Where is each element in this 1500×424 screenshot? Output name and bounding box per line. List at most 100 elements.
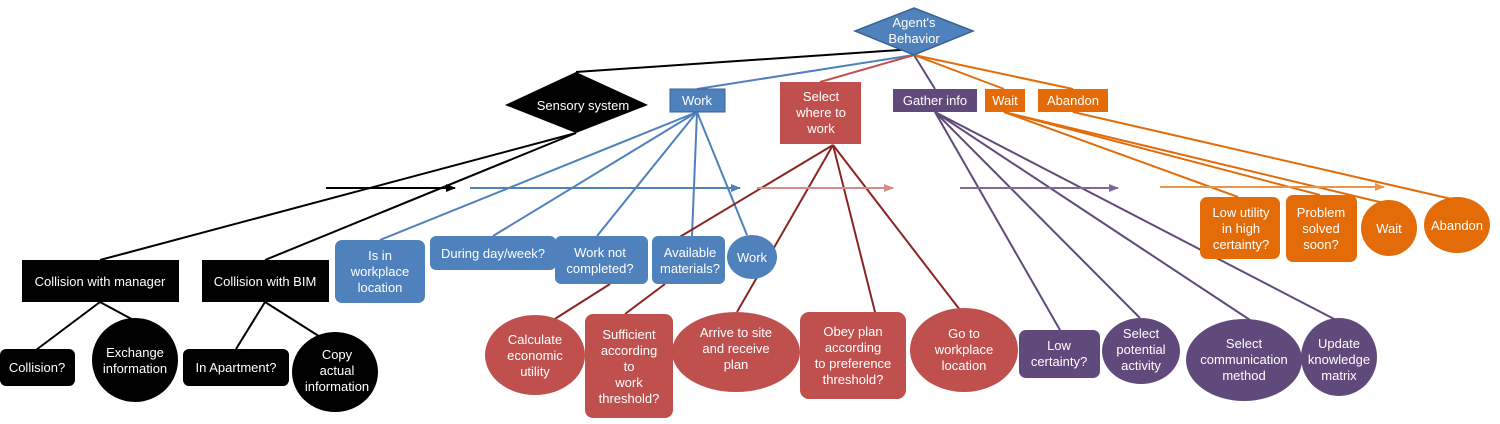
select-comm-line-1: Select bbox=[1226, 336, 1263, 351]
obey-plan-line-1: Obey plan bbox=[823, 324, 882, 339]
node-low-utility-shape bbox=[1200, 197, 1280, 259]
calc-utility-line-3: utility bbox=[520, 364, 550, 379]
calc-utility-line-1: Calculate bbox=[508, 332, 562, 347]
node-select-shape bbox=[780, 82, 861, 144]
edge-bim-copy bbox=[264, 301, 326, 341]
node-sensory-shape bbox=[505, 72, 648, 133]
node-update-matrix-shape bbox=[1301, 318, 1377, 396]
node-in-apartment-shape bbox=[183, 349, 289, 386]
edge-materials-sufficient bbox=[624, 283, 666, 315]
edge-gather-update bbox=[934, 111, 1337, 321]
select-comm-line-3: method bbox=[1222, 368, 1265, 383]
edge-abandon-abandoncircle bbox=[1072, 111, 1457, 201]
node-sensory: Sensory system bbox=[537, 98, 629, 113]
node-coll-mgr: Collision with manager bbox=[35, 274, 166, 289]
coll-mgr-line-1: Collision with manager bbox=[35, 274, 166, 289]
work-not-completed-line-2: completed? bbox=[566, 261, 633, 276]
node-go-to-workplace-shape bbox=[910, 308, 1018, 392]
edge-select-arrive bbox=[736, 144, 834, 313]
low-utility-line-2: in high bbox=[1222, 221, 1260, 236]
is-in-workplace-line-3: location bbox=[358, 280, 403, 295]
problem-solved-line-1: Problem bbox=[1297, 205, 1345, 220]
calc-utility-line-2: economic bbox=[507, 348, 563, 363]
exchange-line-2: information bbox=[103, 361, 167, 376]
node-work-circle-shape bbox=[727, 235, 777, 279]
sufficient-line-1: Sufficient bbox=[602, 327, 656, 342]
work-not-completed-line-1: Work not bbox=[574, 245, 626, 260]
edge-wait-lowutility bbox=[1003, 111, 1239, 198]
edge-root-select bbox=[819, 54, 915, 83]
edge-root-work bbox=[696, 54, 915, 90]
node-wait-circle-shape bbox=[1361, 200, 1417, 256]
sufficient-line-5: threshold? bbox=[599, 391, 660, 406]
node-arrive-shape bbox=[672, 312, 800, 392]
go-to-workplace-line-3: location bbox=[942, 358, 987, 373]
select-activity-line-3: activity bbox=[1121, 358, 1161, 373]
sufficient-line-2: according bbox=[601, 343, 657, 358]
root-line-2: Behavior bbox=[888, 31, 940, 46]
update-matrix-line-1: Update bbox=[1318, 336, 1360, 351]
edge-work-notcompleted bbox=[596, 111, 698, 237]
node-coll-bim-shape bbox=[202, 260, 329, 302]
arrive-line-3: plan bbox=[724, 357, 749, 372]
node-in-apartment: In Apartment? bbox=[196, 360, 277, 375]
edge-work-during bbox=[492, 111, 698, 237]
low-certainty-line-2: certainty? bbox=[1031, 354, 1087, 369]
node-copy-actual-shape bbox=[292, 332, 378, 412]
edge-notcompleted-calc bbox=[549, 283, 611, 323]
wait-circle-line-1: Wait bbox=[1376, 221, 1402, 236]
node-work-not-completed-shape bbox=[555, 236, 648, 284]
select-activity-line-1: Select bbox=[1123, 326, 1160, 341]
exchange-line-1: Exchange bbox=[106, 345, 164, 360]
node-available-materials-shape bbox=[652, 236, 725, 284]
problem-solved-line-3: soon? bbox=[1303, 237, 1338, 252]
node-work-shape bbox=[669, 88, 726, 113]
edge-manager-collision bbox=[35, 301, 101, 351]
node-gather: Gather info bbox=[903, 93, 967, 108]
node-wait-circle: Wait bbox=[1376, 221, 1402, 236]
obey-plan-line-4: threshold? bbox=[823, 372, 884, 387]
edge-root-wait bbox=[913, 54, 1005, 90]
in-apartment-line-1: In Apartment? bbox=[196, 360, 277, 375]
work-circle-line-1: Work bbox=[737, 250, 768, 265]
edge-select-obey bbox=[832, 144, 876, 313]
coll-bim-line-1: Collision with BIM bbox=[214, 274, 317, 289]
sensory-line-1: Sensory system bbox=[537, 98, 629, 113]
edge-root-sensory bbox=[575, 48, 915, 73]
edge-work-workcircle bbox=[696, 111, 748, 236]
node-wait-top: Wait bbox=[992, 93, 1018, 108]
sufficient-line-3: to bbox=[624, 359, 635, 374]
edge-root-abandon bbox=[913, 54, 1074, 90]
root-line-1: Agent's bbox=[893, 15, 936, 30]
node-collision-q: Collision? bbox=[9, 360, 65, 375]
node-work: Work bbox=[682, 93, 713, 108]
is-in-workplace-line-2: workplace bbox=[350, 264, 410, 279]
low-utility-line-1: Low utility bbox=[1212, 205, 1270, 220]
node-during-day-shape bbox=[430, 236, 556, 270]
available-materials-line-2: materials? bbox=[660, 261, 720, 276]
select-comm-line-2: communication bbox=[1200, 352, 1287, 367]
available-materials-line-1: Available bbox=[664, 245, 717, 260]
edge-sensory-bim bbox=[264, 132, 577, 261]
copy-actual-line-2: actual bbox=[320, 363, 355, 378]
node-low-certainty-shape bbox=[1019, 330, 1100, 378]
copy-actual-line-3: information bbox=[305, 379, 369, 394]
edge-gather-comm bbox=[934, 111, 1251, 321]
obey-plan-line-3: to preference bbox=[815, 356, 892, 371]
node-select-comm-shape bbox=[1186, 319, 1302, 401]
select-activity-line-2: potential bbox=[1116, 342, 1165, 357]
node-exchange-shape bbox=[92, 318, 178, 402]
node-wait-top-shape bbox=[985, 89, 1025, 112]
edge-select-goto bbox=[832, 144, 961, 311]
obey-plan-line-2: according bbox=[825, 340, 881, 355]
edge-sensory-manager bbox=[99, 132, 577, 261]
